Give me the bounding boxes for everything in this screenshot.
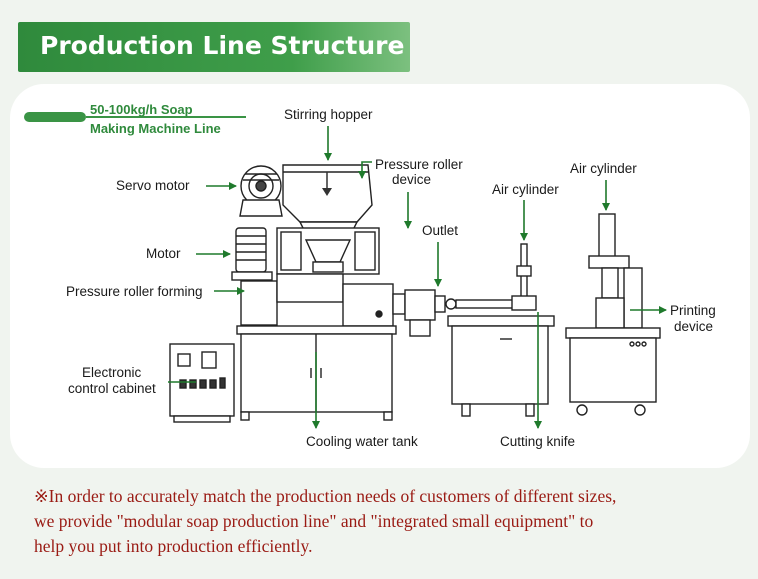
cutting-machine (447, 243, 555, 417)
subtitle-line-1: 50-100kg/h Soap (90, 102, 193, 117)
forming-box (276, 273, 344, 303)
motor (231, 227, 273, 281)
label-pressure-roller-device-1: Pressure roller (375, 157, 463, 172)
page-title: Production Line Structure (40, 31, 405, 60)
note-line-3: help you put into production efficiently… (34, 536, 313, 556)
servo-motor (239, 165, 283, 217)
footer-note: ※In order to accurately match the produc… (34, 484, 734, 559)
subtitle-underline (86, 116, 246, 118)
note-line-1: ※In order to accurately match the produc… (34, 486, 617, 506)
label-stirring-hopper: Stirring hopper (284, 107, 373, 122)
label-motor: Motor (146, 246, 181, 261)
leader-arrows (196, 126, 667, 429)
label-air-cylinder-2: Air cylinder (570, 161, 637, 176)
printing-machine (565, 213, 661, 416)
outlet-assembly (392, 289, 457, 337)
arrow-pressure-roller-device (358, 161, 372, 179)
subtitle-line-2: Making Machine Line (90, 121, 221, 136)
label-cooling-water-tank: Cooling water tank (306, 434, 418, 449)
label-printing-device-1: Printing (670, 303, 716, 318)
label-electronic-cabinet-2: control cabinet (68, 381, 156, 396)
label-outlet: Outlet (422, 223, 458, 238)
label-pressure-roller-device-2: device (392, 172, 431, 187)
note-line-2: we provide "modular soap production line… (34, 511, 594, 531)
label-cutting-knife: Cutting knife (500, 434, 575, 449)
line-capacity-subtitle: 50-100kg/h Soap Making Machine Line (90, 100, 221, 138)
title-banner: Production Line Structure (18, 22, 410, 72)
cutter-cabinet (451, 325, 549, 405)
label-pressure-roller-forming: Pressure roller forming (66, 284, 203, 299)
printer-cabinet (569, 337, 657, 403)
subtitle-pill (24, 112, 86, 122)
label-servo-motor: Servo motor (116, 178, 190, 193)
main-machine (231, 164, 397, 421)
label-printing-device-2: device (674, 319, 713, 334)
air-cylinder-2 (598, 213, 616, 259)
electronic-control-cabinet (169, 343, 235, 423)
label-electronic-cabinet-1: Electronic (82, 365, 142, 380)
label-air-cylinder-1: Air cylinder (492, 182, 559, 197)
